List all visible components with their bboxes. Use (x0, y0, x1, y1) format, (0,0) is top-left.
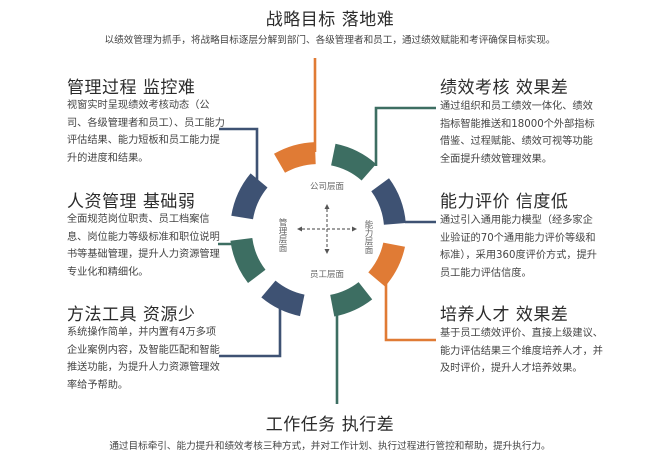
top-description: 以绩效管理为抓手，将战略目标逐层分解到部门、各级管理者和员工，通过绩效赋能和考评… (104, 35, 556, 46)
left-title-3: 方法工具 资源少 (67, 305, 196, 325)
left-description-2: 全面规范岗位职责、员工档案信息、岗位能力等级标准和职位说明书等基础管理，提升人力… (67, 214, 220, 278)
segment-top-left-orange (274, 142, 316, 173)
bottom-title: 工作任务 执行差 (265, 415, 395, 435)
connector-left-1 (219, 127, 259, 182)
segment-left-lower-green (230, 238, 266, 283)
connector-lines (218, 58, 436, 404)
segment-left-upper-navy (231, 173, 268, 220)
right-title-2: 能力评价 信度低 (440, 192, 569, 212)
segment-bottom-left-navy (261, 280, 305, 317)
label-capability-level: 能力层面 (363, 219, 373, 255)
connector-left-3 (219, 297, 282, 358)
arrowhead-right-icon (352, 226, 357, 232)
arrowhead-up-icon (324, 204, 330, 209)
left-title-2: 人资管理 基础弱 (67, 192, 196, 212)
arrowheads (297, 204, 357, 254)
bottom-description: 通过目标牵引、能力提升和绩效考核三种方式，并对工作计划、执行过程进行管控和帮助，… (109, 441, 551, 452)
arrowhead-left-icon (297, 226, 302, 232)
top-title: 战略目标 落地难 (265, 10, 395, 30)
arrowhead-down-icon (324, 249, 330, 254)
segment-bottom-right-green (330, 282, 373, 317)
connector-right-1 (374, 106, 436, 166)
ring-segments (230, 142, 406, 317)
left-description-3: 系统操作简单，并内置有4万多项企业案例内容，及智能匹配和智能推送功能，为提升人力… (67, 327, 220, 391)
center-cross-arrows (302, 209, 352, 249)
segment-right-upper-navy (371, 178, 406, 225)
label-employee-level: 员工层面 (310, 270, 345, 280)
right-description-1: 通过组织和员工绩效一体化、绩效指标智能推送和18000个外部指标借鉴、过程赋能、… (440, 101, 595, 165)
right-description-3: 基于员工绩效评价、直接上级建议、能力评估结果三个维度培养人才，并及时评价，提升人… (440, 328, 603, 374)
segment-right-lower-orange (368, 242, 405, 287)
right-title-1: 绩效考核 效果差 (440, 78, 569, 98)
segment-top-right-green (331, 143, 377, 181)
left-description-1: 视窗实时呈现绩效考核动态（公司、各级管理者和员工）、员工能力评估结果、能力短板和… (67, 100, 225, 164)
connector-right-3 (384, 282, 436, 342)
right-description-2: 通过引入通用能力模型（经多家企业验证的70个通用能力评价等级和标准），采用360… (440, 215, 597, 279)
right-title-3: 培养人才 效果差 (440, 305, 569, 325)
left-title-1: 管理过程 监控难 (67, 78, 196, 98)
label-company-level: 公司层面 (310, 182, 345, 192)
label-management-level: 管理层面 (277, 217, 287, 253)
